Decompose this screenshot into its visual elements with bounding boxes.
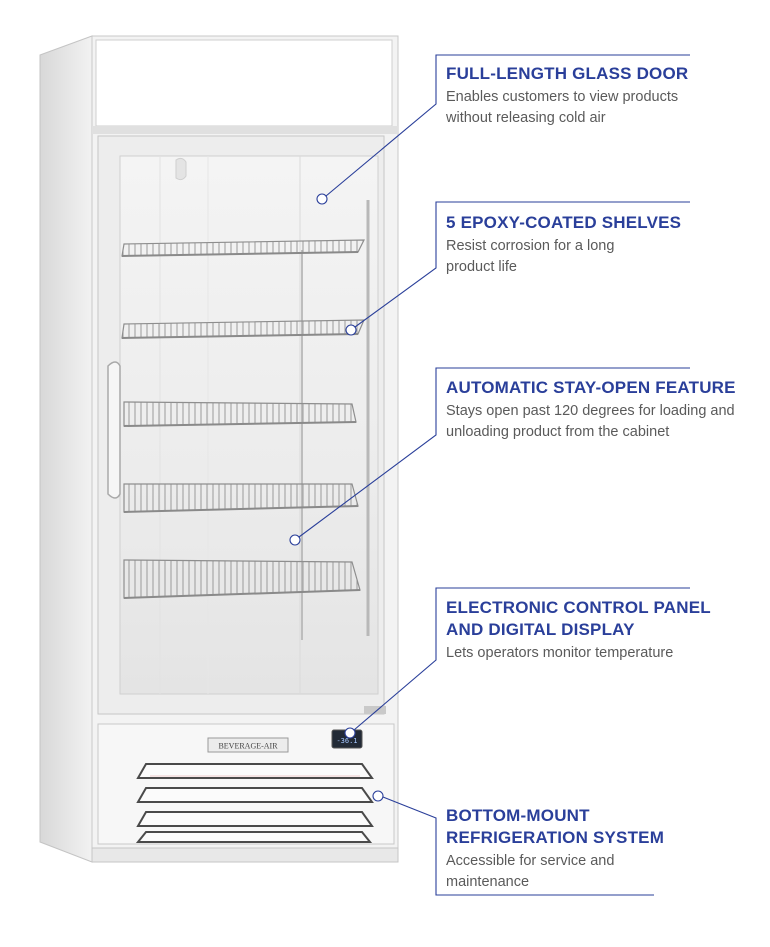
cabinet-side bbox=[39, 35, 93, 863]
brand-plate bbox=[207, 737, 289, 753]
callout-title: FULL-LENGTH GLASS DOOR bbox=[446, 64, 689, 83]
callout-title: ELECTRONIC CONTROL PANEL AND DIGITAL DIS… bbox=[446, 598, 711, 639]
door-handle bbox=[107, 361, 121, 499]
callout-glass-door: FULL-LENGTH GLASS DOOR Enables customers… bbox=[446, 63, 746, 129]
callout-control-panel: ELECTRONIC CONTROL PANEL AND DIGITAL DIS… bbox=[446, 597, 746, 664]
shelf bbox=[121, 319, 365, 339]
header-sign bbox=[95, 39, 393, 127]
grille-louvers bbox=[135, 763, 374, 843]
shelf bbox=[123, 483, 359, 513]
callout-refrigeration: BOTTOM-MOUNT REFRIGERATION SYSTEM Access… bbox=[446, 805, 746, 893]
callout-description: Stays open past 120 degrees for loading … bbox=[446, 403, 735, 440]
callout-shelves: 5 EPOXY-COATED SHELVES Resist corrosion … bbox=[446, 212, 746, 278]
shelf bbox=[123, 401, 357, 427]
control-display-readout: -36.1 bbox=[336, 737, 357, 745]
shelf bbox=[121, 239, 365, 257]
callout-title: AUTOMATIC STAY-OPEN FEATURE bbox=[446, 378, 736, 397]
callout-description: Enables customers to view products witho… bbox=[446, 89, 679, 126]
callout-description: Lets operators monitor temperature bbox=[446, 645, 674, 661]
callout-leaders bbox=[289, 54, 690, 896]
brand-logo-text: BEVERAGE-AIR bbox=[218, 742, 278, 751]
shelf bbox=[123, 559, 361, 599]
callout-description: Resist corrosion for a long product life bbox=[446, 238, 615, 275]
callout-description: Accessible for service and maintenance bbox=[446, 853, 615, 890]
callout-title: 5 EPOXY-COATED SHELVES bbox=[446, 213, 682, 232]
callout-title: BOTTOM-MOUNT REFRIGERATION SYSTEM bbox=[446, 806, 665, 847]
callout-stay-open: AUTOMATIC STAY-OPEN FEATURE Stays open p… bbox=[446, 377, 746, 443]
